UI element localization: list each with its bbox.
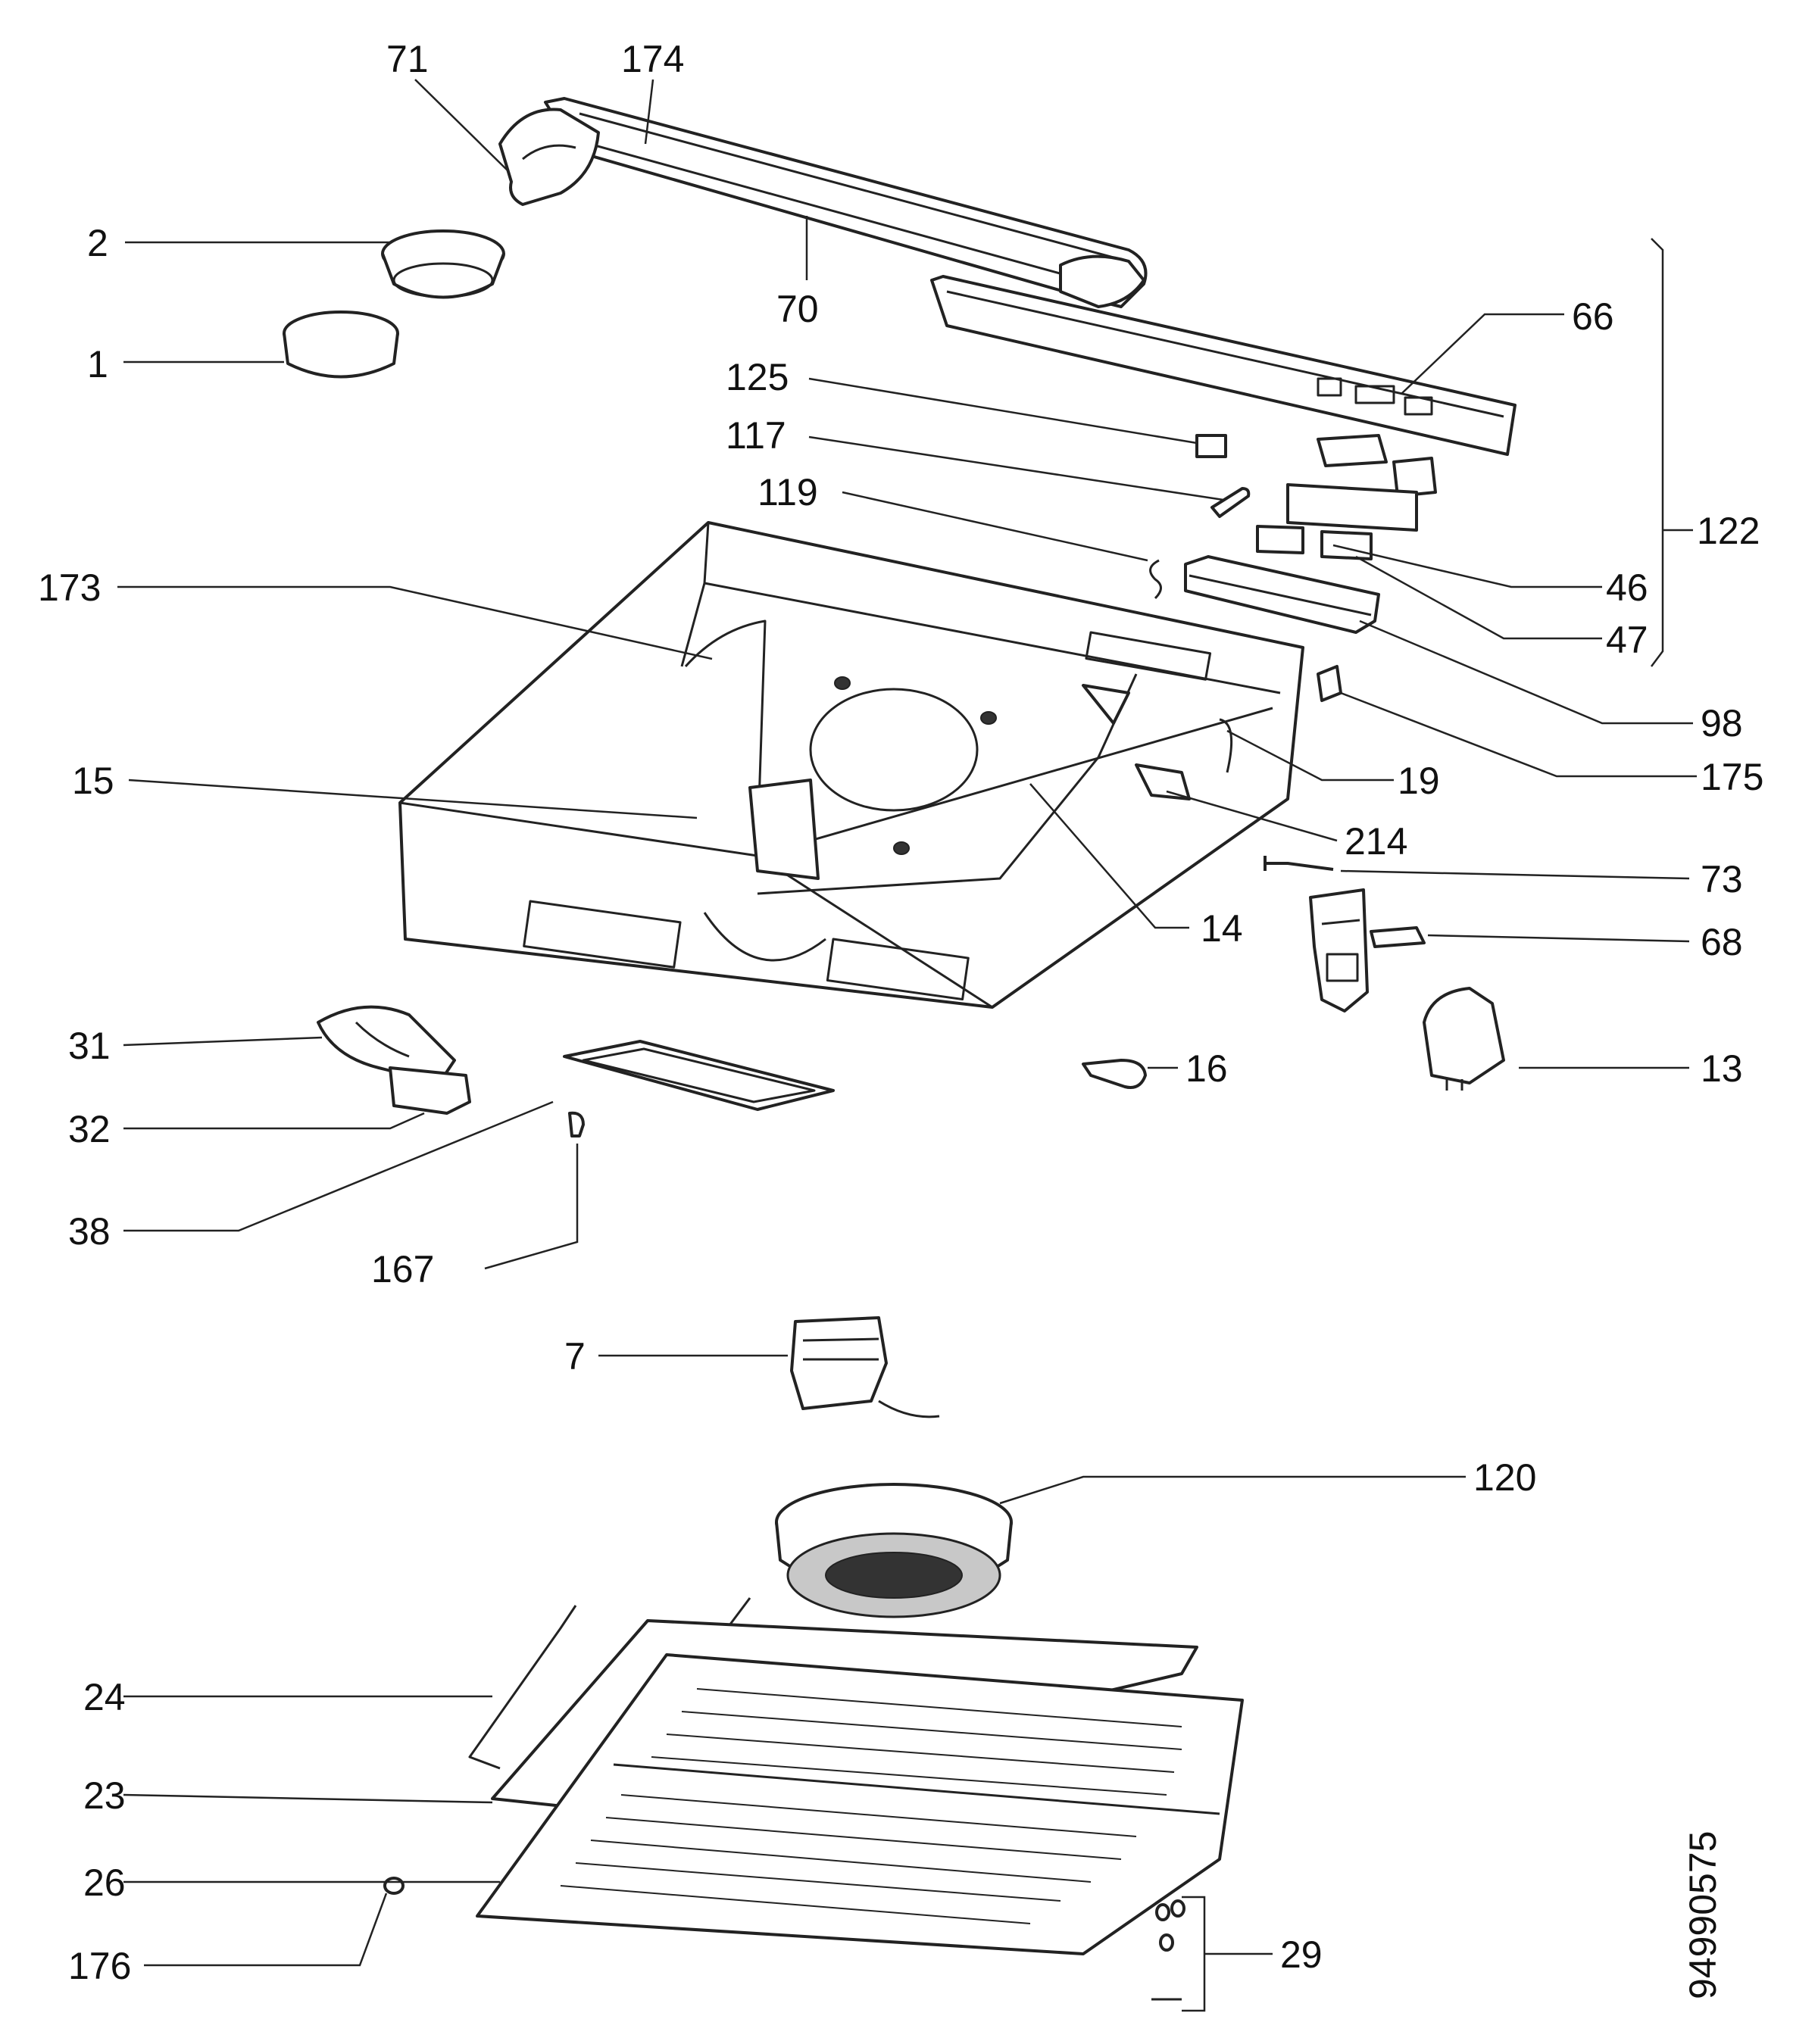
part-control-panel <box>930 275 1517 456</box>
part-filter-panel <box>563 1040 835 1111</box>
part-bracket <box>1184 555 1380 634</box>
callout-26: 26 <box>83 1861 126 1904</box>
callout-68: 68 <box>1701 921 1743 963</box>
part-rail-end-cap <box>1059 254 1145 308</box>
callout-15: 15 <box>72 760 114 802</box>
callout-71: 71 <box>386 38 429 80</box>
callout-176: 176 <box>68 1945 131 1987</box>
callout-24: 24 <box>83 1676 126 1718</box>
callout-2: 2 <box>87 222 108 264</box>
callout-119: 119 <box>758 471 818 513</box>
callout-14: 14 <box>1201 907 1243 950</box>
callout-31: 31 <box>68 1025 111 1067</box>
callout-29: 29 <box>1280 1933 1323 1976</box>
part-fixings <box>1151 1899 1185 2001</box>
callout-120: 120 <box>1473 1456 1536 1499</box>
callout-125: 125 <box>726 356 789 398</box>
drawing-number: 94990575 <box>1682 1831 1724 1999</box>
part-lamp-shade <box>317 1005 456 1084</box>
callout-214: 214 <box>1345 820 1407 863</box>
callout-175: 175 <box>1701 756 1763 798</box>
callout-173: 173 <box>38 566 101 609</box>
part-switch-assembly <box>1256 434 1437 560</box>
part-bulb <box>568 1111 585 1137</box>
part-switch-small <box>1195 434 1227 458</box>
callout-174: 174 <box>621 38 684 80</box>
callout-70: 70 <box>776 288 819 330</box>
callout-122: 122 <box>1697 510 1760 552</box>
callout-13: 13 <box>1701 1047 1743 1090</box>
part-hood-body <box>398 521 1304 1009</box>
callout-47: 47 <box>1606 619 1648 661</box>
callout-167: 167 <box>371 1248 434 1290</box>
part-clip-175 <box>1317 665 1342 702</box>
callout-7: 7 <box>564 1335 586 1378</box>
part-end-cap <box>498 108 600 206</box>
part-ring <box>283 311 399 379</box>
part-screw <box>1264 856 1334 871</box>
callout-117: 117 <box>726 414 786 457</box>
callout-98: 98 <box>1701 702 1743 744</box>
part-fan <box>775 1483 1013 1618</box>
leader-lines <box>117 79 1697 2012</box>
part-top-rail <box>544 97 1148 308</box>
part-grease-filter <box>476 1653 1244 1955</box>
part-terminal-block <box>1309 888 1426 1013</box>
part-lever <box>1082 1059 1147 1089</box>
callout-46: 46 <box>1606 566 1648 609</box>
callout-1: 1 <box>87 343 108 385</box>
callout-16: 16 <box>1185 1047 1228 1090</box>
callout-38: 38 <box>68 1210 111 1253</box>
callout-73: 73 <box>1701 858 1743 900</box>
part-small-screw <box>383 1877 405 1895</box>
part-pin <box>1210 487 1251 518</box>
callout-66: 66 <box>1572 295 1614 338</box>
callout-32: 32 <box>68 1108 111 1150</box>
callout-23: 23 <box>83 1774 126 1817</box>
part-lamp-holder <box>389 1066 471 1115</box>
part-cover-box <box>1423 987 1505 1091</box>
callout-19: 19 <box>1398 760 1440 802</box>
part-motor <box>790 1316 940 1418</box>
callout-labels: 71 174 2 70 1 66 125 117 119 122 173 46 … <box>38 38 1763 1999</box>
part-duct-collar <box>381 229 505 299</box>
part-clip <box>1149 559 1162 600</box>
